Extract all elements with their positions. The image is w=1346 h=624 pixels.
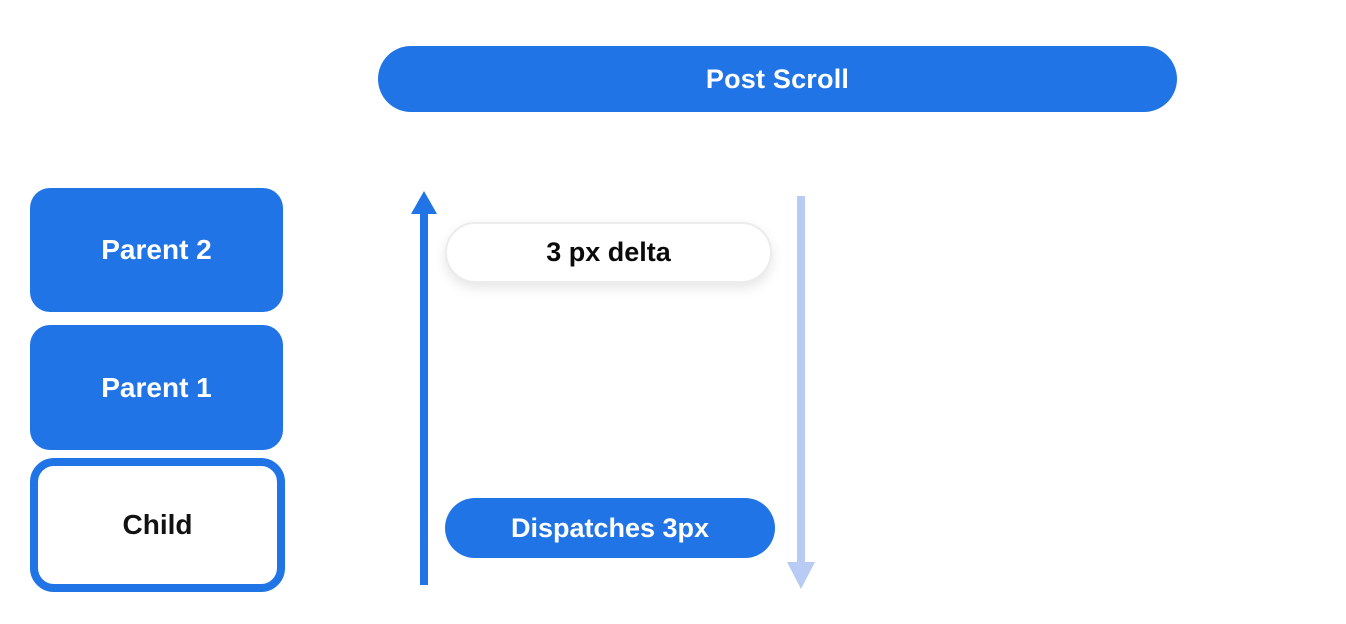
- child-label: Child: [122, 509, 193, 540]
- down-arrow-shaft: [797, 196, 805, 562]
- up-arrow-icon: [411, 191, 437, 214]
- down-arrow-icon: [787, 562, 815, 589]
- dispatch-label: Dispatches 3px: [510, 512, 710, 543]
- post-scroll-label: Post Scroll: [705, 63, 850, 94]
- up-arrow-shaft: [420, 212, 428, 585]
- dispatch-pill: Dispatches 3px: [445, 498, 775, 558]
- parent2-label: Parent 2: [101, 234, 212, 265]
- parent1-label: Parent 1: [101, 371, 212, 403]
- delta-pill: 3 px delta: [445, 222, 772, 283]
- parent2-box: Parent 2: [30, 188, 283, 312]
- delta-label: 3 px delta: [546, 237, 671, 267]
- post-scroll-pill: Post Scroll: [378, 46, 1177, 112]
- parent1-box: Parent 1: [30, 325, 283, 450]
- child-box: Child: [30, 458, 285, 592]
